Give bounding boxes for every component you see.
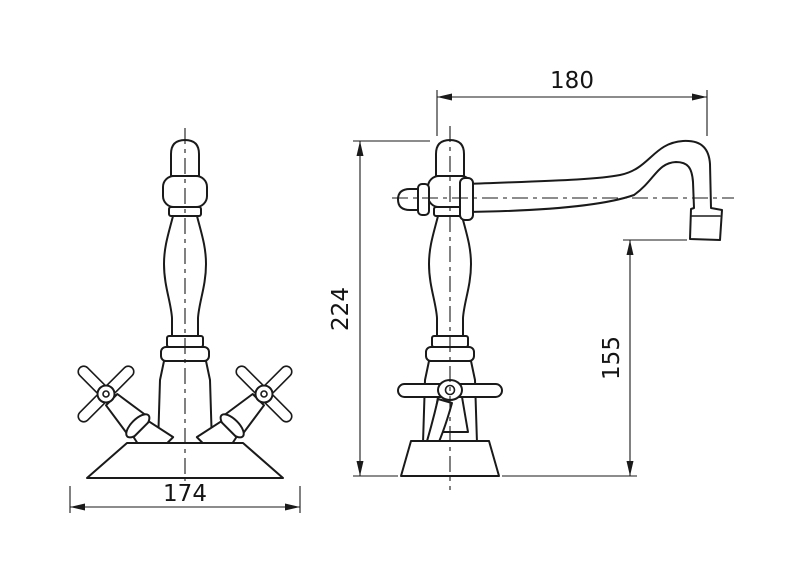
- dim-174-label: 174: [163, 481, 207, 507]
- dim-224-arrow-top: [356, 141, 364, 156]
- dimension-spout-outlet-height: 155: [502, 239, 687, 477]
- dim-174-arrow-right: [285, 503, 300, 511]
- dim-180-arrow-right: [692, 93, 707, 101]
- dimension-overall-height: 224: [328, 140, 430, 477]
- right-handle-hub-dot: [260, 390, 268, 398]
- dim-155-arrow-bottom: [626, 461, 634, 476]
- spout-junction-ring: [459, 177, 474, 221]
- dim-180-arrow-left: [437, 93, 452, 101]
- dim-174-arrow-left: [70, 503, 85, 511]
- side-view: [392, 126, 734, 490]
- dim-180-label: 180: [550, 68, 594, 94]
- front-view: [77, 128, 293, 481]
- side-spout: [466, 139, 723, 241]
- left-handle-hub-dot: [102, 390, 110, 398]
- front-left-handle: [77, 365, 175, 463]
- dimension-spout-reach: 180: [436, 68, 708, 136]
- dim-224-label: 224: [328, 287, 354, 331]
- dim-155-arrow-top: [626, 240, 634, 255]
- side-knob-flange: [417, 183, 430, 216]
- dimension-overall-width: 174: [69, 481, 301, 513]
- dim-155-label: 155: [599, 336, 625, 380]
- dim-224-arrow-bottom: [356, 461, 364, 476]
